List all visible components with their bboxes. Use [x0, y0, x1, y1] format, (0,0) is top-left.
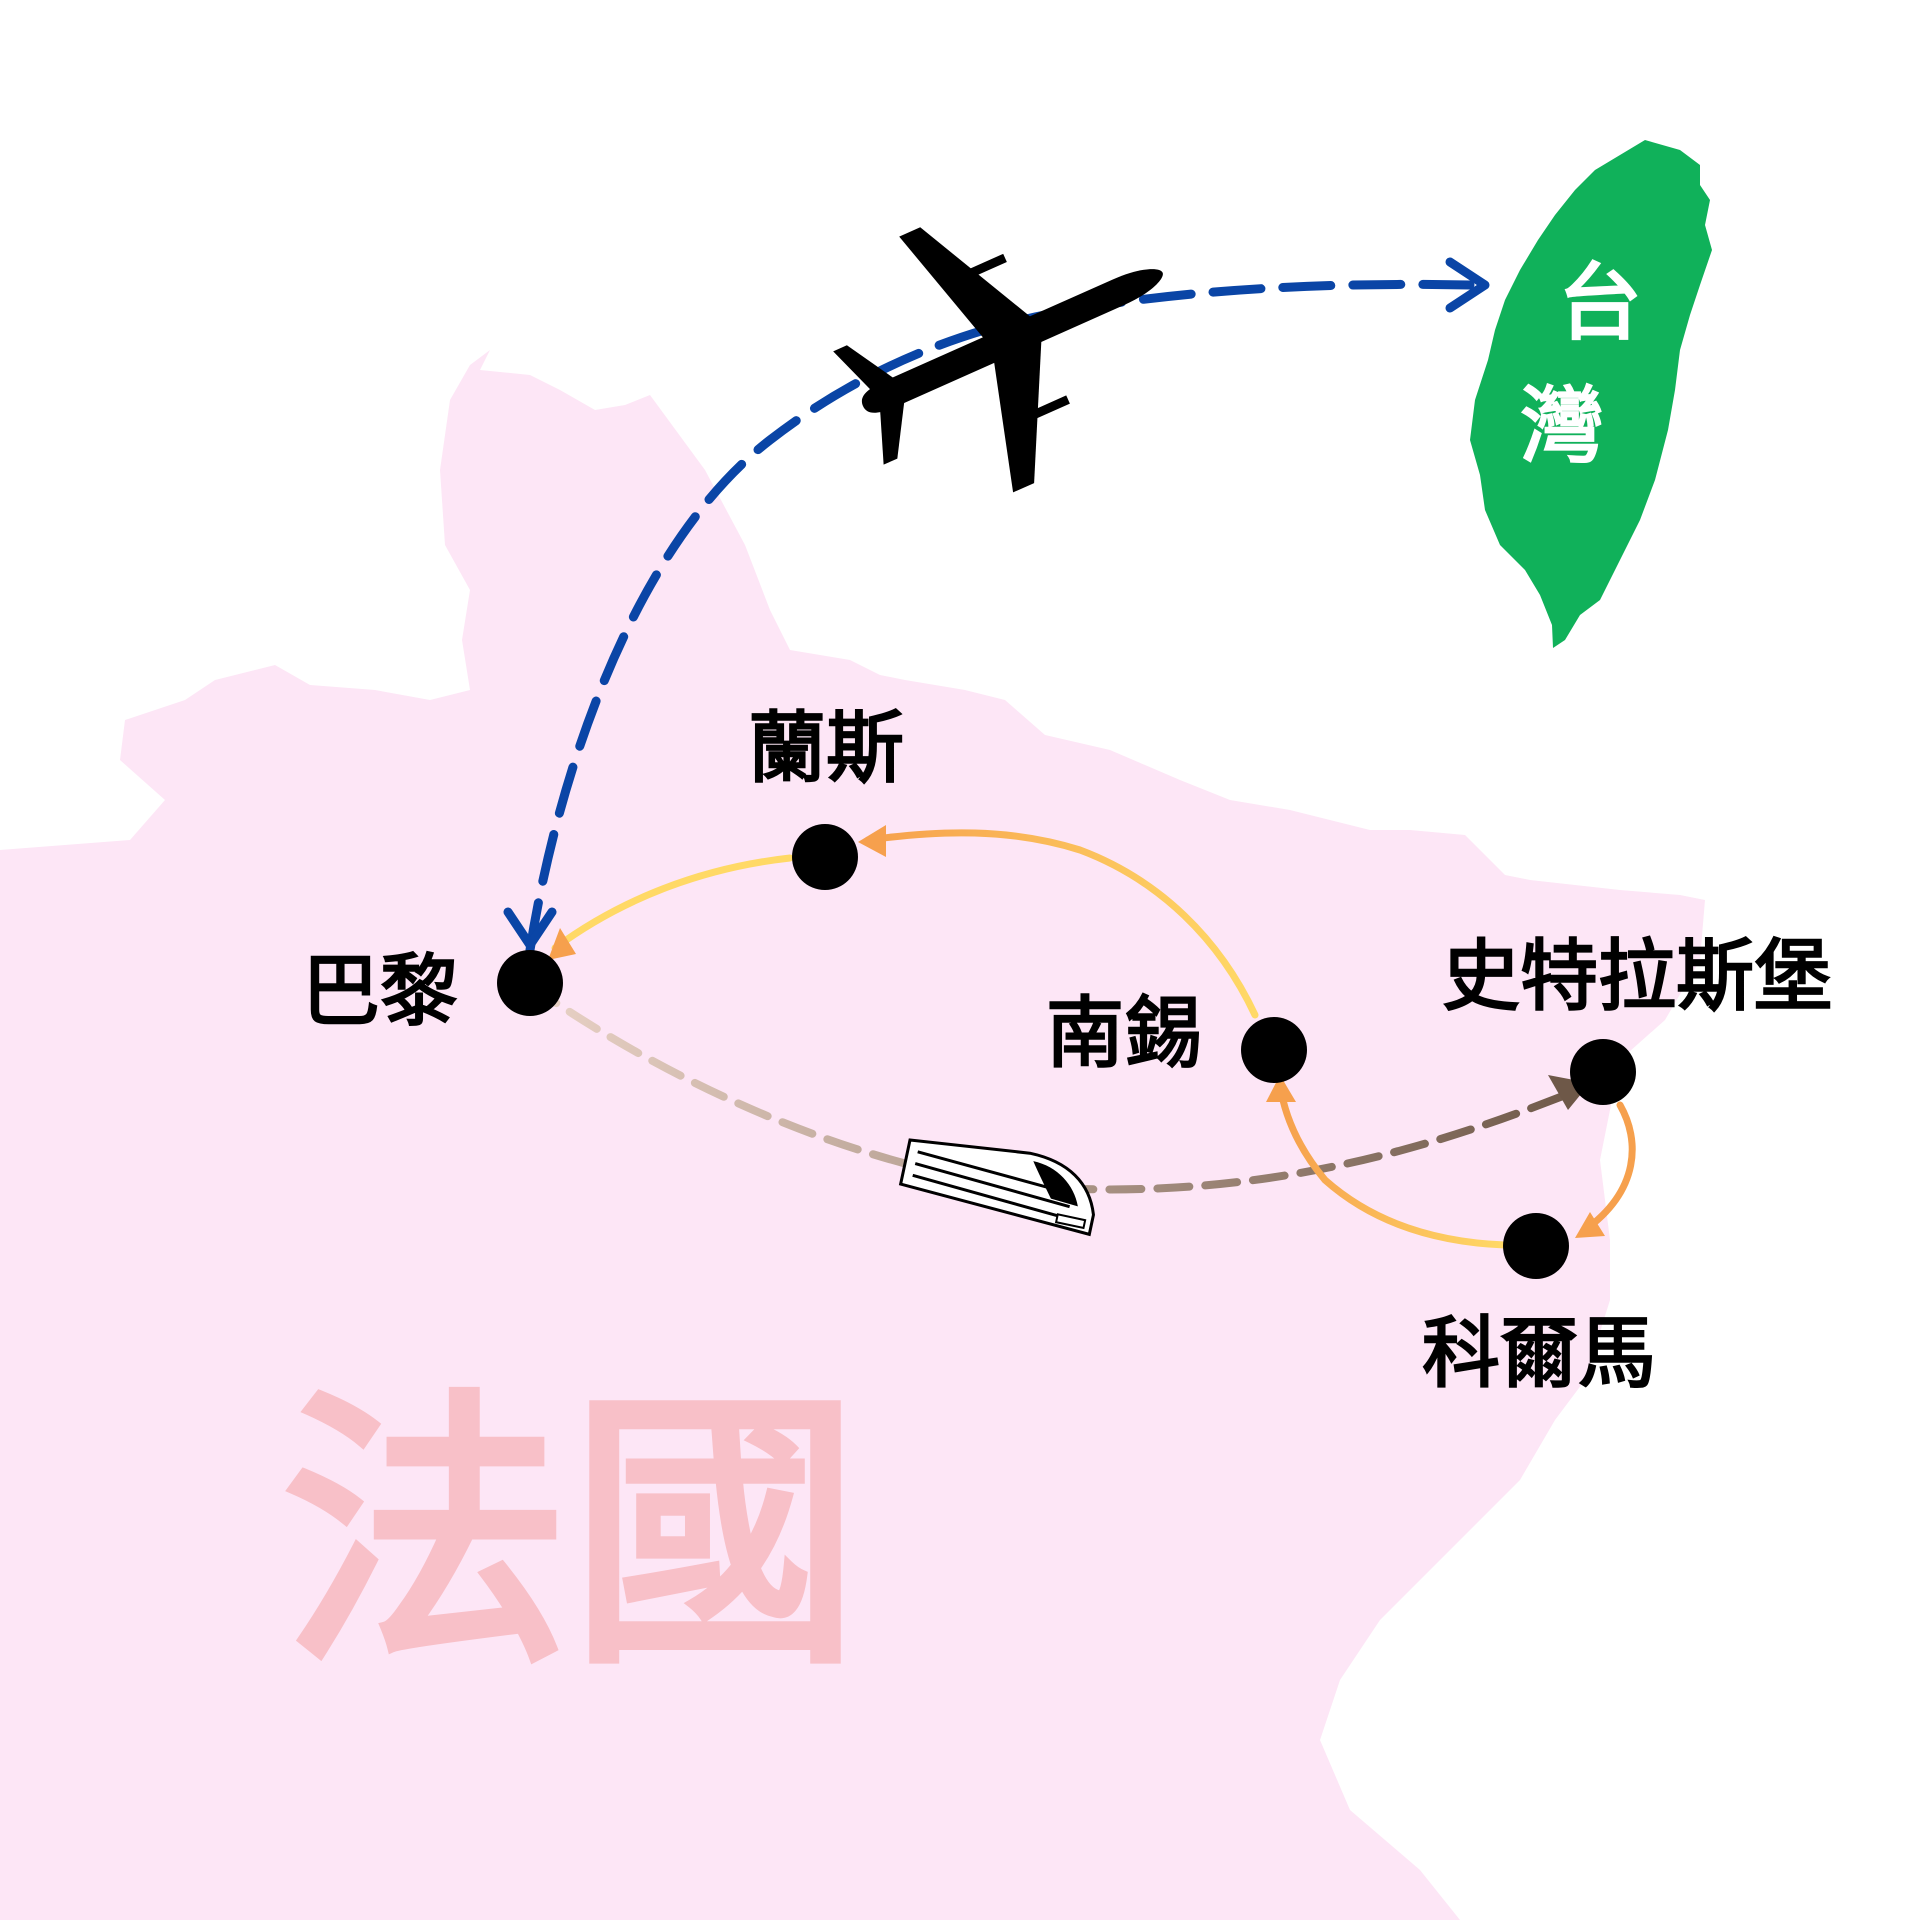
taiwan-label-line2: 灣 [1520, 377, 1604, 475]
airplane-icon [833, 227, 1163, 493]
city-label-reims: 蘭斯 [748, 704, 904, 794]
city-marker-paris[interactable] [497, 950, 563, 1016]
train-icon [898, 1138, 1095, 1237]
city-label-colmar: 科爾馬 [1422, 1309, 1656, 1399]
road-route-strasbourg-colmar [1581, 1101, 1636, 1234]
road-arrow-paris-icon [548, 928, 576, 960]
city-marker-strasbourg[interactable] [1570, 1039, 1636, 1105]
flight-arrow-paris-icon [503, 907, 557, 950]
city-marker-colmar[interactable] [1503, 1213, 1569, 1279]
france-land [0, 350, 1705, 1920]
city-label-paris: 巴黎 [302, 947, 458, 1037]
city-label-strasbourg: 史特拉斯堡 [1442, 932, 1832, 1022]
road-arrow-colmar-icon [1575, 1212, 1605, 1238]
country-label: 法國 [280, 1367, 860, 1704]
taiwan-label-line1: 台 [1558, 254, 1642, 352]
road-route-nancy-reims [864, 829, 1259, 1019]
city-label-nancy: 南錫 [1046, 989, 1202, 1079]
road-arrow-nancy-icon [1266, 1075, 1296, 1102]
road-arrow-reims-icon [858, 825, 886, 857]
city-marker-reims[interactable] [792, 824, 858, 890]
road-route-colmar-nancy [1276, 1081, 1509, 1249]
city-marker-nancy[interactable] [1241, 1017, 1307, 1083]
taiwan-land [1470, 140, 1712, 648]
road-route-reims-paris [551, 854, 794, 952]
flight-arrow-taiwan-icon [1445, 257, 1490, 313]
